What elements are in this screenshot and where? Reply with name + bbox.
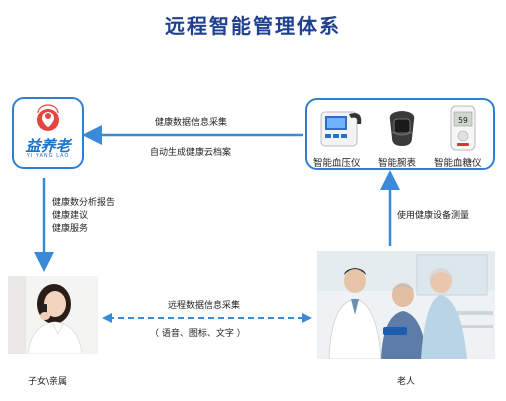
device-box: 59 智能血压仪 智能腕表 智能血糖仪 [305,98,495,170]
label-data-collection: 健康数据信息采集 [155,118,228,128]
logo-emblem-icon [37,104,59,131]
logo-brand-sub: YI YANG LAO [26,153,70,159]
smart-watch-icon [389,111,415,146]
label-channels: （ 语音、图标、文字 ） [150,329,246,339]
label-use-devices: 使用健康设备测量 [397,211,470,221]
arrow-head-left [102,313,112,323]
logo-brand-text: 益养老 [25,137,71,155]
blood-pressure-monitor-icon [320,111,362,147]
device-label-glucose: 智能血糖仪 [434,158,482,169]
glucose-meter-icon: 59 [450,105,476,151]
label-cloud-archive: 自动生成健康云档案 [150,148,232,158]
device-label-watch: 智能腕表 [378,158,417,169]
elderly-photo [317,251,495,359]
label-health-report: 健康数分析报告 [52,198,116,208]
elderly-caption: 老人 [397,377,416,387]
page-title: 远程智能管理体系 [165,14,341,38]
label-remote-collection: 远程数据信息采集 [168,301,241,311]
arrow-head-right [302,313,312,323]
logo-box: 益养老 YI YANG LAO [12,97,84,169]
glucose-screen-value: 59 [458,116,468,125]
device-label-blood-pressure: 智能血压仪 [313,158,361,169]
family-caption: 子女\亲属 [28,377,68,387]
family-member-photo [8,276,98,354]
label-health-advice: 健康建议 [52,211,89,221]
label-health-service: 健康服务 [52,224,89,234]
